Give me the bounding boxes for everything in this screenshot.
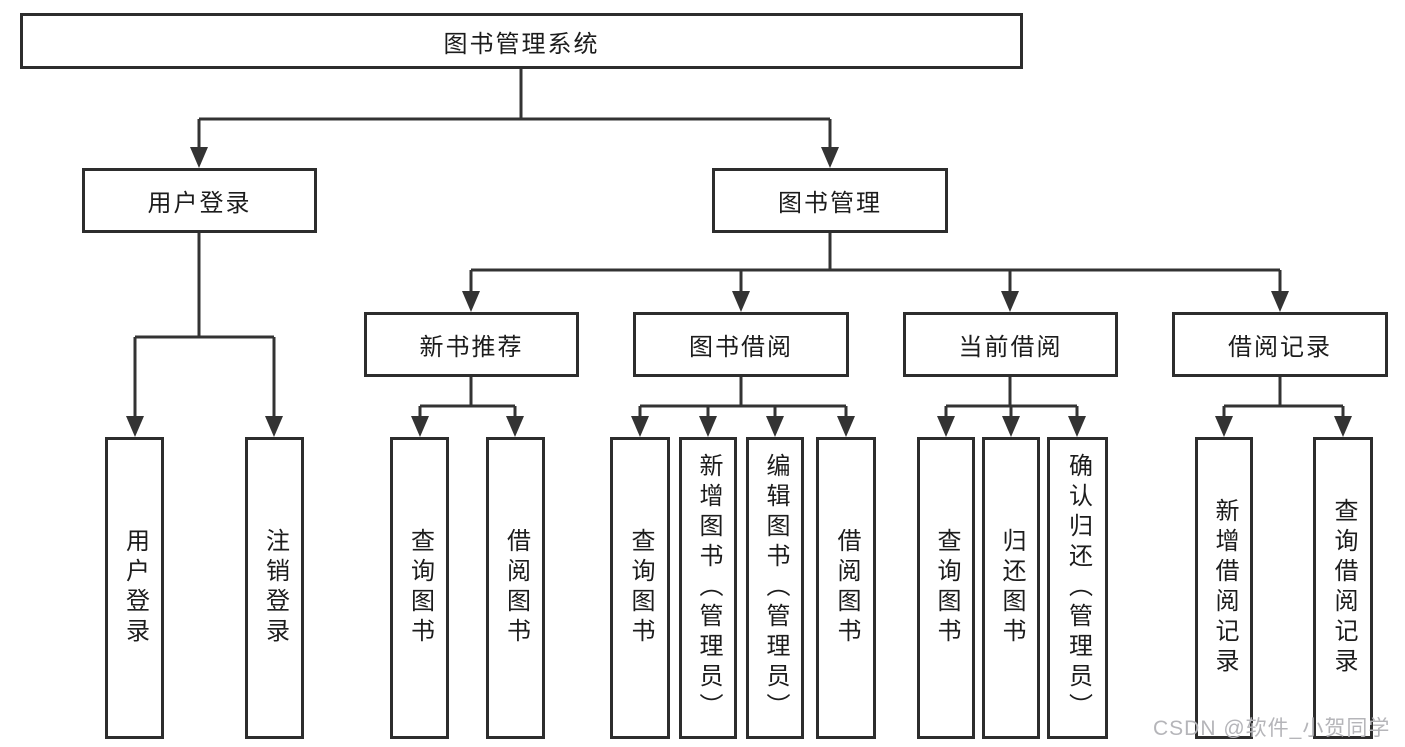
node-label: 查询图书 [933,528,960,648]
leaf-confirm-return-admin: 确认归还（管理员） [1047,437,1108,739]
node-user-login-group: 用户登录 [82,168,317,233]
node-label: 新增借阅记录 [1211,498,1238,678]
leaf-edit-book-admin: 编辑图书（管理员） [746,437,804,739]
node-label: 查询借阅记录 [1330,498,1357,678]
node-label: 查询图书 [406,528,434,648]
node-label: 编辑图书（管理员） [762,453,789,723]
node-borrowing-records: 借阅记录 [1172,312,1388,377]
tree-edges [133,69,1345,419]
node-label: 归还图书 [998,528,1025,648]
node-label: 用户登录 [147,190,252,217]
leaf-logout: 注销登录 [245,437,304,739]
node-label: 借阅图书 [833,528,860,648]
leaf-borrow-books-1: 借阅图书 [486,437,545,739]
node-label: 当前借阅 [958,334,1063,361]
node-label: 用户登录 [121,528,149,648]
leaf-user-login: 用户登录 [105,437,164,739]
node-label: 图书管理系统 [443,30,600,58]
arrowhead-icons [126,147,1352,437]
node-current-borrowing: 当前借阅 [903,312,1118,377]
csdn-watermark: CSDN @软件_小贺同学 [1153,717,1391,740]
leaf-borrow-books-2: 借阅图书 [816,437,876,739]
node-book-management: 图书管理 [712,168,948,233]
node-library-management-system: 图书管理系统 [20,13,1023,69]
node-new-book-recommendation: 新书推荐 [364,312,579,377]
node-label: 注销登录 [261,528,289,648]
node-label: 新增图书（管理员） [695,453,722,723]
node-label: 查询图书 [627,528,654,648]
node-label: 图书管理 [778,190,882,217]
node-book-borrowing: 图书借阅 [633,312,849,377]
leaf-add-borrow-record: 新增借阅记录 [1195,437,1253,739]
node-label: 新书推荐 [419,334,524,361]
leaf-return-book: 归还图书 [982,437,1040,739]
node-label: 借阅记录 [1228,334,1332,361]
leaf-query-books-3: 查询图书 [917,437,975,739]
leaf-add-book-admin: 新增图书（管理员） [679,437,737,739]
leaf-query-books-1: 查询图书 [390,437,449,739]
node-label: 借阅图书 [502,528,530,648]
node-label: 确认归还（管理员） [1064,453,1092,723]
node-label: 图书借阅 [689,334,793,361]
leaf-query-borrow-record: 查询借阅记录 [1313,437,1373,739]
leaf-query-books-2: 查询图书 [610,437,670,739]
